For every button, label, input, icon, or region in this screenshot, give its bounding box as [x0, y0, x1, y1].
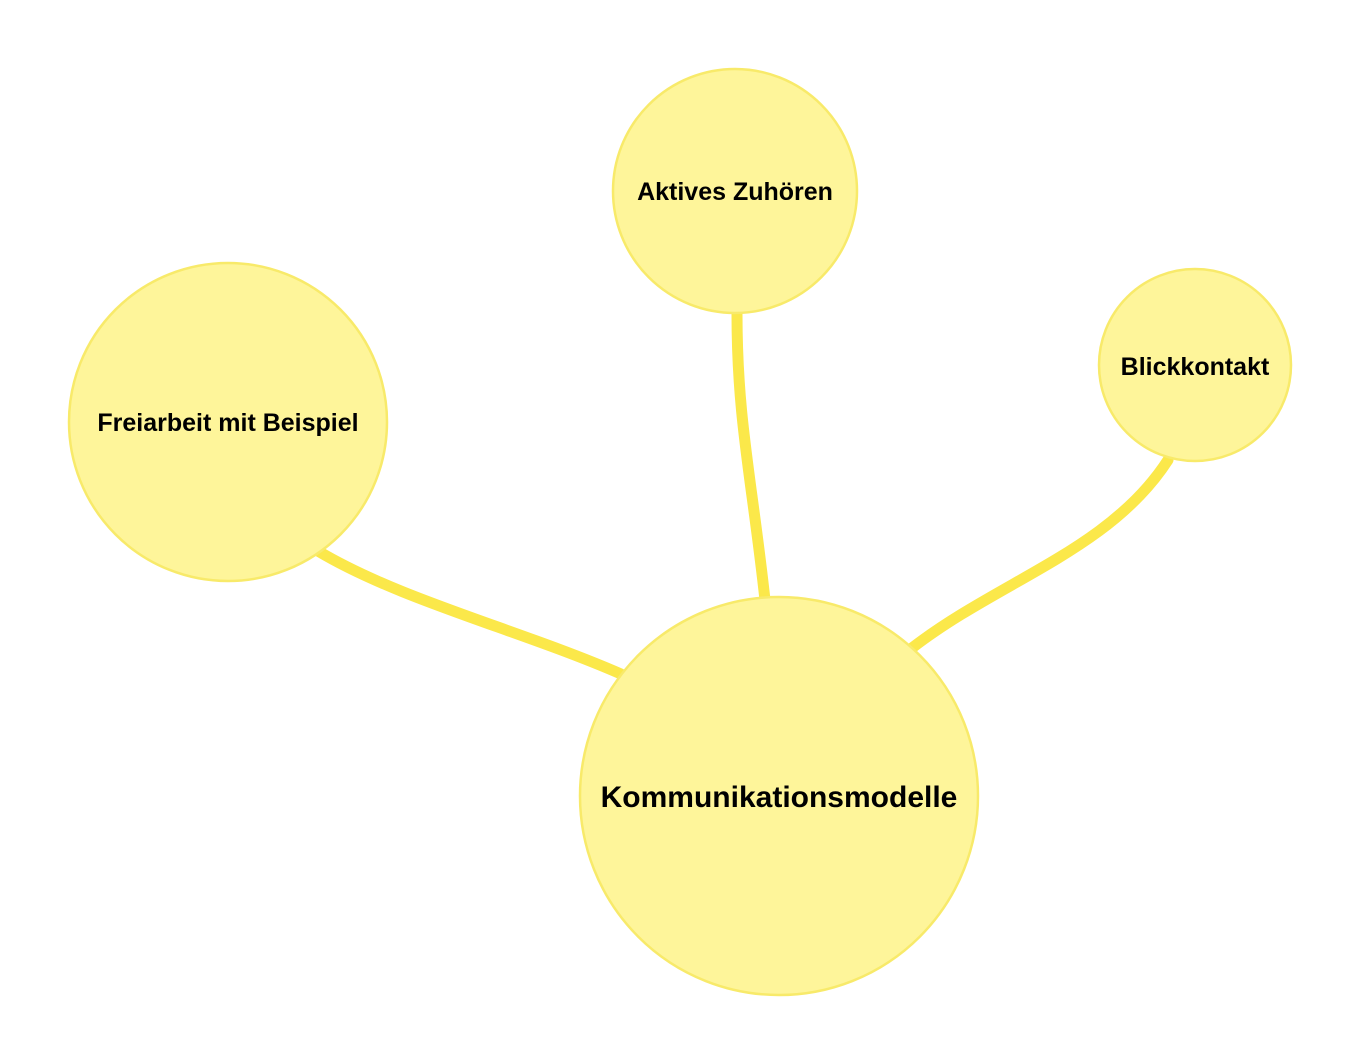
node-freiarbeit-bubble[interactable]: [67, 261, 389, 583]
node-freiarbeit-label: Freiarbeit mit Beispiel: [97, 409, 358, 437]
connector-freiarbeit: [312, 545, 627, 680]
node-blick-bubble[interactable]: [1097, 267, 1293, 463]
connector-blick: [906, 454, 1174, 654]
node-blick[interactable]: Blickkontakt: [1097, 267, 1293, 463]
node-blick-label: Blickkontakt: [1121, 353, 1270, 381]
node-central-label: Kommunikationsmodelle: [601, 781, 958, 814]
node-aktives-bubble[interactable]: [611, 67, 859, 315]
node-central-bubble[interactable]: [578, 595, 980, 997]
node-central[interactable]: Kommunikationsmodelle: [578, 595, 980, 997]
node-freiarbeit[interactable]: Freiarbeit mit Beispiel: [67, 261, 389, 583]
connectors: [312, 308, 1174, 680]
node-aktives-label: Aktives Zuhören: [637, 178, 833, 206]
connector-aktives: [731, 308, 771, 606]
node-aktives[interactable]: Aktives Zuhören: [611, 67, 859, 315]
